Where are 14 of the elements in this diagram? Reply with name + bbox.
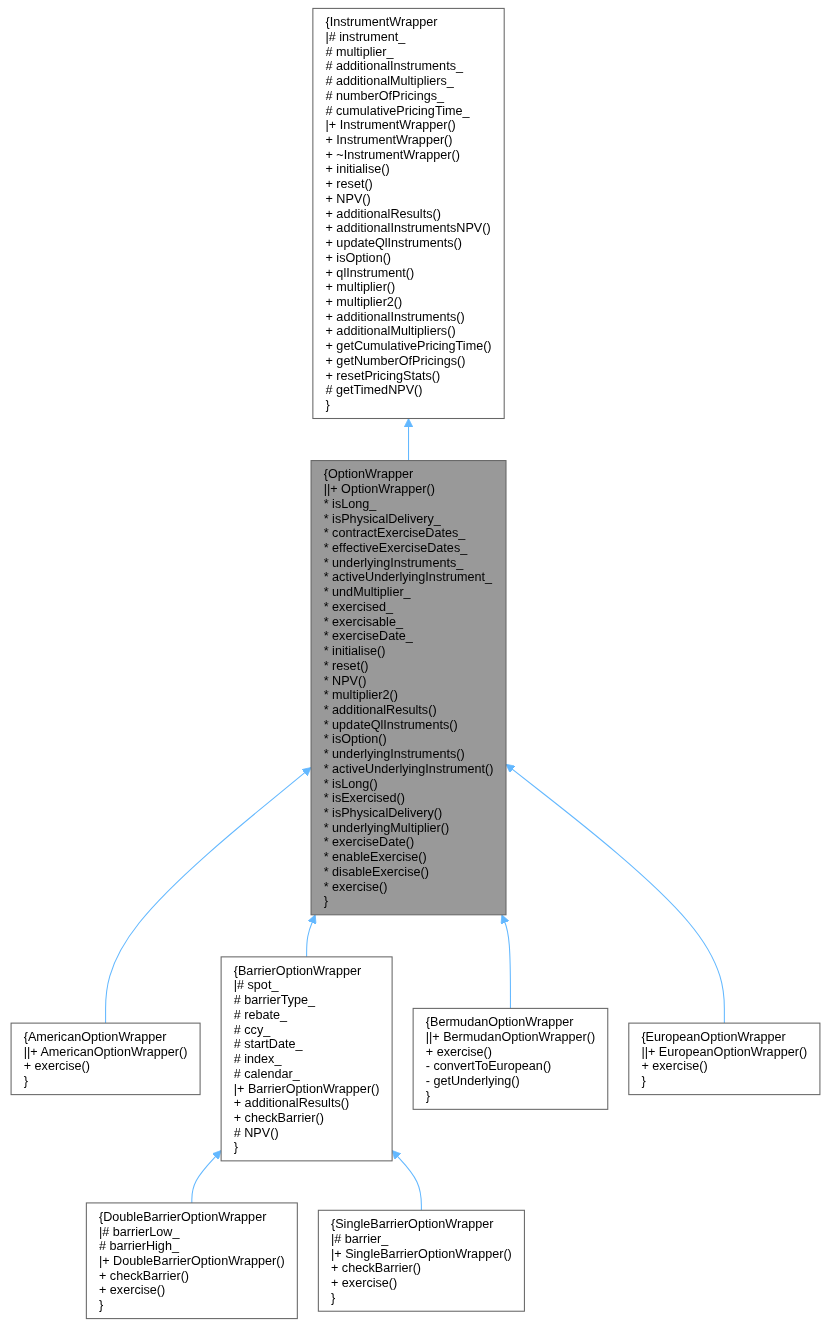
arrow	[105, 767, 312, 1024]
node-box: {InstrumentWrapper |# instrument_ # multiplier_ # additionalInstruments_ # additionalMultipliers_ # numberOfPricings_ # cumulativePricingTime_ |+ InstrumentWrapper() + InstrumentWrapper() + ~InstrumentWrapper() + initialise() + reset() + NPV() + additionalResults() + additionalInstrumentsNPV() + updateQlInstruments() + isOption() + qlInstrument() + multiplier() + multiplier2() + additionalInstruments() + additionalMultipliers() + getCumulativePricingTime() + getNumberOfPricings() + resetPricingStats() # getTimedNPV() }	[312, 7, 505, 420]
node-box: {BermudanOptionWrapper ||+ BermudanOptionWrapper() + exercise() - convertToEuropean() - getUnderlying() }	[412, 1007, 609, 1110]
node-box: {OptionWrapper ||+ OptionWrapper() * isLong_ * isPhysicalDelivery_ * contractExerciseDates_ * effectiveExerciseDates_ * underlyingInstruments_ * activeUnderlyingInstrument_ * undMultiplier_ * exercised_ * exercisable_ * exerciseDate_ * initialise() * reset() * NPV() * multiplier2() * additionalResults() * updateQlInstruments() * isOption() * underlyingInstruments() * activeUnderlyingInstrument() * isLong() * isExercised() * isPhysicalDelivery() * underlyingMultiplier() * exerciseDate() * enableExercise() * disableExercise() * exercise() }	[310, 460, 507, 916]
arrow	[191, 1150, 222, 1204]
arrow	[391, 1150, 422, 1211]
node-box: {SingleBarrierOptionWrapper |# barrier_ |+ SingleBarrierOptionWrapper() + checkBarrier() + exercise() }	[317, 1209, 525, 1312]
node-box: {EuropeanOptionWrapper ||+ EuropeanOptionWrapper() + exercise() }	[628, 1022, 821, 1096]
arrow	[500, 914, 511, 1009]
arrow	[306, 914, 317, 958]
node-box: {BarrierOptionWrapper |# spot_ # barrierType_ # rebate_ # ccy_ # startDate_ # index_ # calendar_ |+ BarrierOptionWrapper() + additionalResults() + checkBarrier() # NPV() }	[220, 956, 393, 1162]
node-box: {DoubleBarrierOptionWrapper |# barrierLow_ # barrierHigh_ |+ DoubleBarrierOptionWrapper() + checkBarrier() + exercise() }	[85, 1202, 298, 1320]
arrow	[403, 418, 414, 462]
node-box: {AmericanOptionWrapper ||+ AmericanOptionWrapper() + exercise() }	[10, 1022, 201, 1096]
